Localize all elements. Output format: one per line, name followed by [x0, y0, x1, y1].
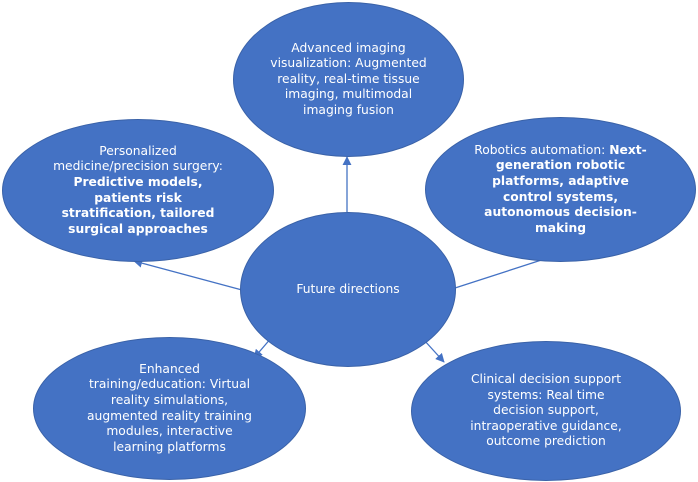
node-personalized-bold-line: Predictive models, — [73, 174, 203, 189]
node-decision-line: intraoperative guidance, — [470, 418, 622, 433]
node-training-line: learning platforms — [113, 439, 226, 454]
node-decision-line: decision support, — [493, 403, 599, 418]
node-future-directions: Future directions — [240, 212, 456, 367]
node-clinical-decision-support: Clinical decision support systems: Real … — [411, 341, 681, 481]
node-robotics-bold-line: generation robotic — [495, 158, 626, 173]
node-training-line: augmented reality training — [87, 408, 252, 423]
node-training-line: reality simulations, — [110, 392, 229, 407]
node-personalized-line: medicine/precision surgery: — [53, 159, 223, 174]
node-training-line: modules, interactive — [106, 424, 233, 439]
node-training-line: training/education: Virtual — [88, 377, 251, 392]
node-personalized-bold-line: patients risk — [94, 190, 182, 205]
node-decision-line: Clinical decision support — [470, 372, 622, 387]
node-imaging-line: imaging, multimodal — [284, 87, 413, 102]
node-decision-line: outcome prediction — [486, 434, 606, 449]
center-label: Future directions — [296, 281, 400, 296]
arrow-to-personalized — [133, 258, 243, 291]
node-robotics-automation: Robotics automation: Next- generation ro… — [425, 117, 696, 262]
node-imaging-line: Advanced imaging — [291, 40, 406, 55]
node-enhanced-training: Enhanced training/education: Virtual rea… — [33, 337, 306, 480]
node-decision-line: systems: Real time — [487, 387, 605, 402]
node-imaging-line: visualization: Augmented — [270, 56, 427, 71]
node-imaging-line: imaging fusion — [303, 102, 394, 117]
node-robotics-bold-first: Next- — [609, 142, 647, 157]
node-robotics-first-line: Robotics automation: Next- — [474, 143, 647, 159]
node-robotics-bold-line: making — [534, 220, 587, 235]
node-personalized-line: Personalized — [99, 143, 177, 158]
node-advanced-imaging: Advanced imaging visualization: Augmente… — [233, 2, 464, 157]
node-robotics-bold-line: autonomous decision- — [484, 205, 637, 220]
node-robotics-bold-line: control systems, — [502, 189, 619, 204]
node-imaging-line: reality, real-time tissue — [277, 71, 420, 86]
arrow-to-decision — [423, 339, 445, 363]
node-robotics-bold-line: platforms, adaptive — [492, 173, 629, 188]
node-personalized-bold-line: stratification, tailored — [61, 206, 215, 221]
node-personalized-bold-line: surgical approaches — [68, 221, 208, 236]
node-robotics-prefix: Robotics automation: — [474, 142, 610, 157]
node-training-line: Enhanced — [139, 361, 200, 376]
node-personalized-medicine: Personalized medicine/precision surgery:… — [2, 119, 274, 262]
